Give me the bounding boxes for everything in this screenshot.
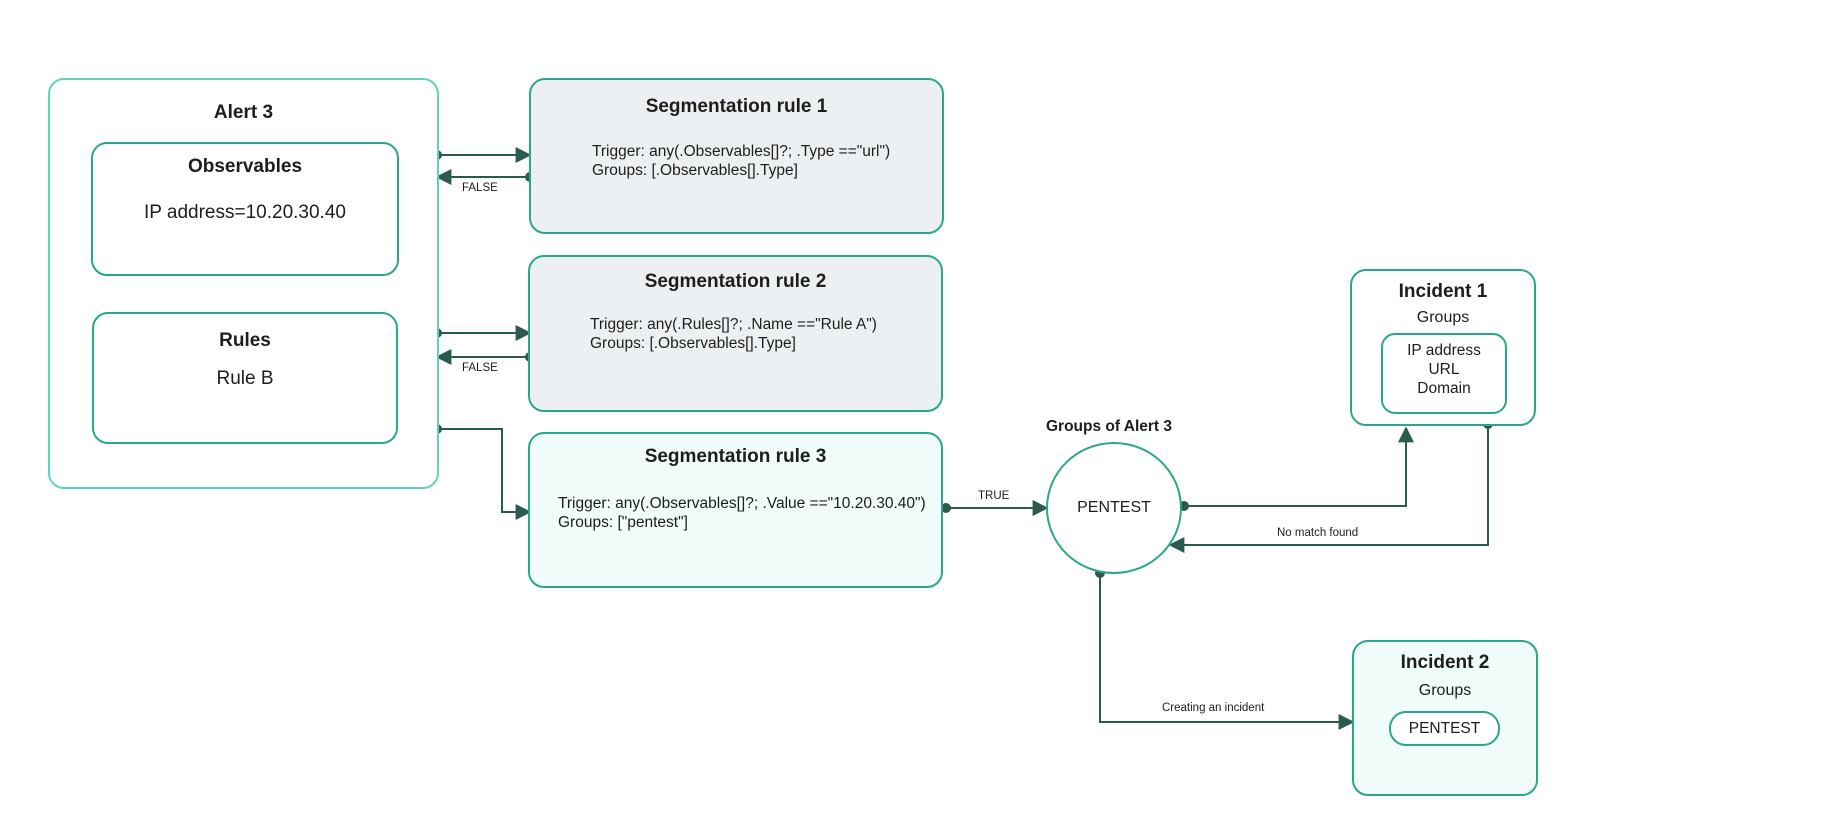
arrow-creating-incident xyxy=(1099,573,1355,730)
observables-box: Observables IP address=10.20.30.40 xyxy=(91,142,399,276)
rules-title: Rules xyxy=(219,330,271,351)
rule3-groups: Groups: ["pentest"] xyxy=(558,514,688,531)
rule2-title: Segmentation rule 2 xyxy=(644,271,827,292)
rules-box: Rules Rule B xyxy=(92,312,398,444)
observables-value: IP address=10.20.30.40 xyxy=(144,202,346,223)
rule1-text: Trigger: any(.Observables[]?; .Type =="u… xyxy=(592,142,890,180)
incident2-group-pill: PENTEST xyxy=(1389,711,1500,746)
incident2-group-value: PENTEST xyxy=(1408,719,1481,737)
segmentation-rule-2: Segmentation rule 2 Trigger: any(.Rules[… xyxy=(528,255,943,412)
segmentation-rule-1: Segmentation rule 1 Trigger: any(.Observ… xyxy=(529,78,944,234)
rule3-text: Trigger: any(.Observables[]?; .Value =="… xyxy=(558,494,926,532)
label-creating-incident: Creating an incident xyxy=(1162,702,1265,714)
observables-title: Observables xyxy=(187,156,303,177)
label-true: TRUE xyxy=(978,490,1010,502)
incident1-group-item: URL xyxy=(1428,361,1460,378)
rule1-groups: Groups: [.Observables[].Type] xyxy=(592,162,798,179)
label-false-2: FALSE xyxy=(462,362,498,374)
label-no-match: No match found xyxy=(1277,527,1359,539)
incident1-title: Incident 1 xyxy=(1398,281,1488,302)
arrow-to-rule3 xyxy=(437,428,532,520)
incident1-group-item: IP address xyxy=(1407,342,1481,359)
rule1-trigger: Trigger: any(.Observables[]?; .Type =="u… xyxy=(592,143,891,160)
alert-title: Alert 3 xyxy=(213,102,274,123)
rule2-trigger: Trigger: any(.Rules[]?; .Name =="Rule A"… xyxy=(590,316,877,333)
groups-circle-value: PENTEST xyxy=(1077,499,1151,516)
incident2-groups-label: Groups xyxy=(1418,682,1472,699)
rule2-groups: Groups: [.Observables[].Type] xyxy=(590,335,796,352)
groups-circle-title: Groups of Alert 3 xyxy=(1046,418,1173,435)
rules-value: Rule B xyxy=(216,368,274,389)
incident1-groups-list: IP address URL Domain xyxy=(1381,333,1507,414)
incident1-groups-label: Groups xyxy=(1416,309,1470,326)
segmentation-rule-3: Segmentation rule 3 Trigger: any(.Observ… xyxy=(528,432,943,588)
incident2-title: Incident 2 xyxy=(1400,652,1490,673)
groups-circle: PENTEST xyxy=(1046,442,1182,574)
arrow-groups-to-incident1 xyxy=(1184,426,1414,507)
rule3-trigger: Trigger: any(.Observables[]?; .Value =="… xyxy=(558,495,926,512)
rule3-title: Segmentation rule 3 xyxy=(644,446,827,467)
label-false-1: FALSE xyxy=(462,182,498,194)
rule1-title: Segmentation rule 1 xyxy=(645,96,828,117)
incident1-group-item: Domain xyxy=(1417,380,1471,397)
rule2-text: Trigger: any(.Rules[]?; .Name =="Rule A"… xyxy=(590,315,877,353)
